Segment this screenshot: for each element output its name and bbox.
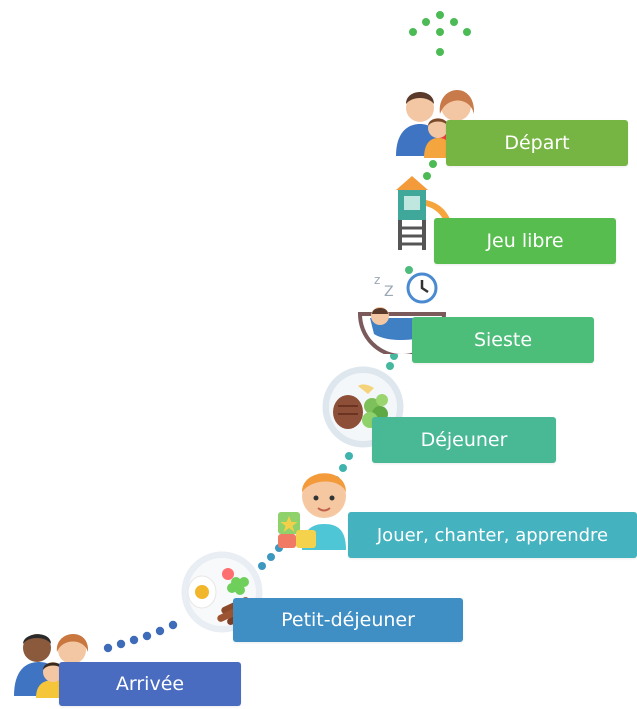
top-sparkle-dots <box>409 11 471 56</box>
step-label-arrivee: Arrivée <box>59 662 241 706</box>
path-dots-1 <box>103 620 178 653</box>
svg-text:Z: Z <box>384 284 394 300</box>
path-dots-6 <box>423 160 437 180</box>
step-label-jeu-libre: Jeu libre <box>434 218 616 264</box>
step-label-jouer-chanter-apprendre: Jouer, chanter, apprendre <box>348 512 637 558</box>
step-label-petit-dejeuner: Petit-déjeuner <box>233 598 463 642</box>
path-dots-4 <box>386 352 398 370</box>
svg-text:z: z <box>374 273 380 287</box>
step-label-sieste: Sieste <box>412 317 594 363</box>
path-dots-5 <box>405 266 413 274</box>
child-playing-icon <box>272 460 362 552</box>
step-label-depart: Départ <box>446 120 628 166</box>
step-label-dejeuner: Déjeuner <box>372 417 556 463</box>
lunch-plate-icon <box>318 362 408 452</box>
